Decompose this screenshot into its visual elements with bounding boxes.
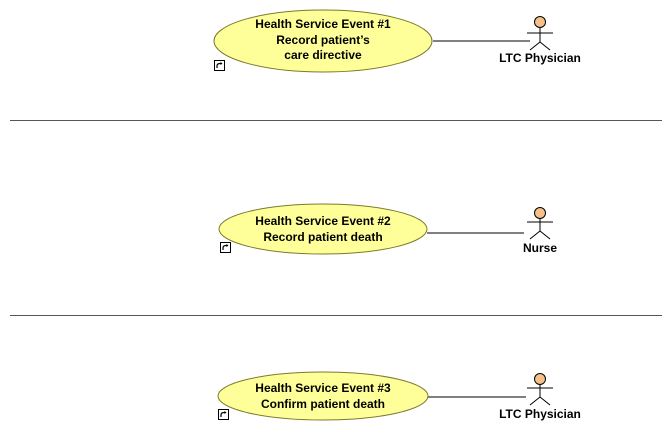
use-case-ellipse[interactable] (217, 371, 429, 421)
use-case-line: Health Service Event #1 (255, 17, 391, 31)
use-case-line: Record patient’s (276, 33, 370, 47)
shortcut-arrow-icon[interactable] (218, 409, 229, 420)
use-case-row-3: Health Service Event #3 Confirm patient … (217, 371, 581, 421)
use-case-line: Record patient death (263, 230, 382, 244)
actor-label: LTC Physician (499, 407, 581, 421)
actor-label: LTC Physician (499, 51, 581, 65)
use-case-line: Health Service Event #2 (255, 214, 391, 228)
stick-figure-actor-icon[interactable] (527, 373, 553, 406)
shortcut-arrow-icon[interactable] (214, 60, 225, 71)
use-case-ellipse[interactable] (218, 203, 428, 255)
stick-figure-actor-icon[interactable] (527, 207, 553, 240)
use-case-line: Health Service Event #3 (255, 381, 391, 395)
use-case-line: care directive (284, 48, 362, 62)
use-case-line: Confirm patient death (261, 397, 385, 411)
stick-figure-actor-icon[interactable] (527, 16, 553, 51)
use-case-row-2: Health Service Event #2 Record patient d… (218, 203, 557, 255)
use-case-ellipse[interactable] (213, 9, 433, 73)
actor-label: Nurse (523, 241, 557, 255)
shortcut-arrow-icon[interactable] (220, 242, 231, 253)
use-case-row-1: Health Service Event #1 Record patient’s… (213, 9, 581, 73)
